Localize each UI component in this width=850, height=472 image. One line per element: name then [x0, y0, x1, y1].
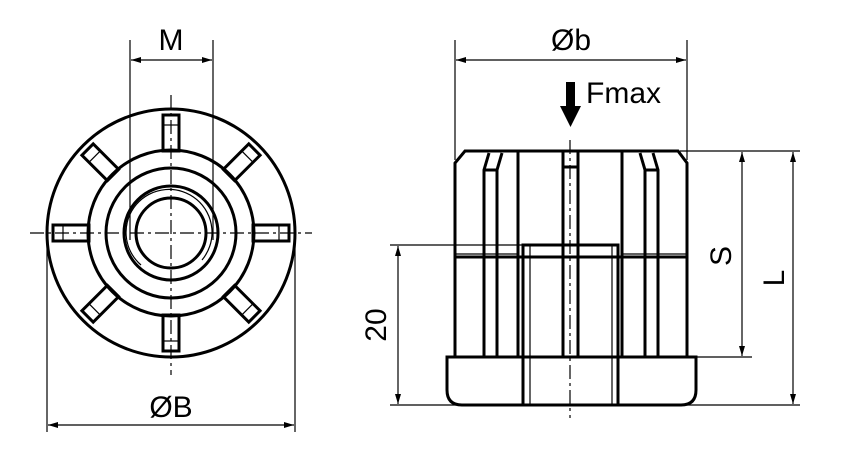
- slots: [51, 113, 291, 353]
- slot: [221, 283, 263, 325]
- label-l: L: [758, 270, 791, 287]
- thread-arc: [125, 188, 213, 266]
- slot: [161, 113, 181, 153]
- label-m: M: [159, 24, 184, 57]
- slot: [79, 141, 121, 183]
- front-view: M ØB: [30, 24, 312, 432]
- bore-circle: [104, 166, 238, 300]
- side-view: Øb Fmax S L 20: [360, 24, 800, 418]
- slot: [251, 223, 291, 243]
- base-cap: [445, 355, 698, 407]
- label-height-20: 20: [360, 308, 393, 341]
- label-diameter-b: Øb: [551, 24, 591, 57]
- rib-left: [482, 152, 504, 357]
- slot: [51, 223, 91, 243]
- thread-inner-circle: [134, 196, 208, 270]
- slot: [221, 141, 263, 183]
- thread-outer-circle: [122, 184, 220, 282]
- label-diameter-B: ØB: [149, 391, 192, 424]
- rib-right: [638, 152, 660, 357]
- slot: [79, 283, 121, 325]
- label-s: S: [705, 246, 738, 266]
- center-slot: [561, 151, 580, 357]
- slot: [161, 313, 181, 353]
- label-fmax: Fmax: [586, 77, 661, 110]
- force-arrow-icon: [560, 82, 581, 127]
